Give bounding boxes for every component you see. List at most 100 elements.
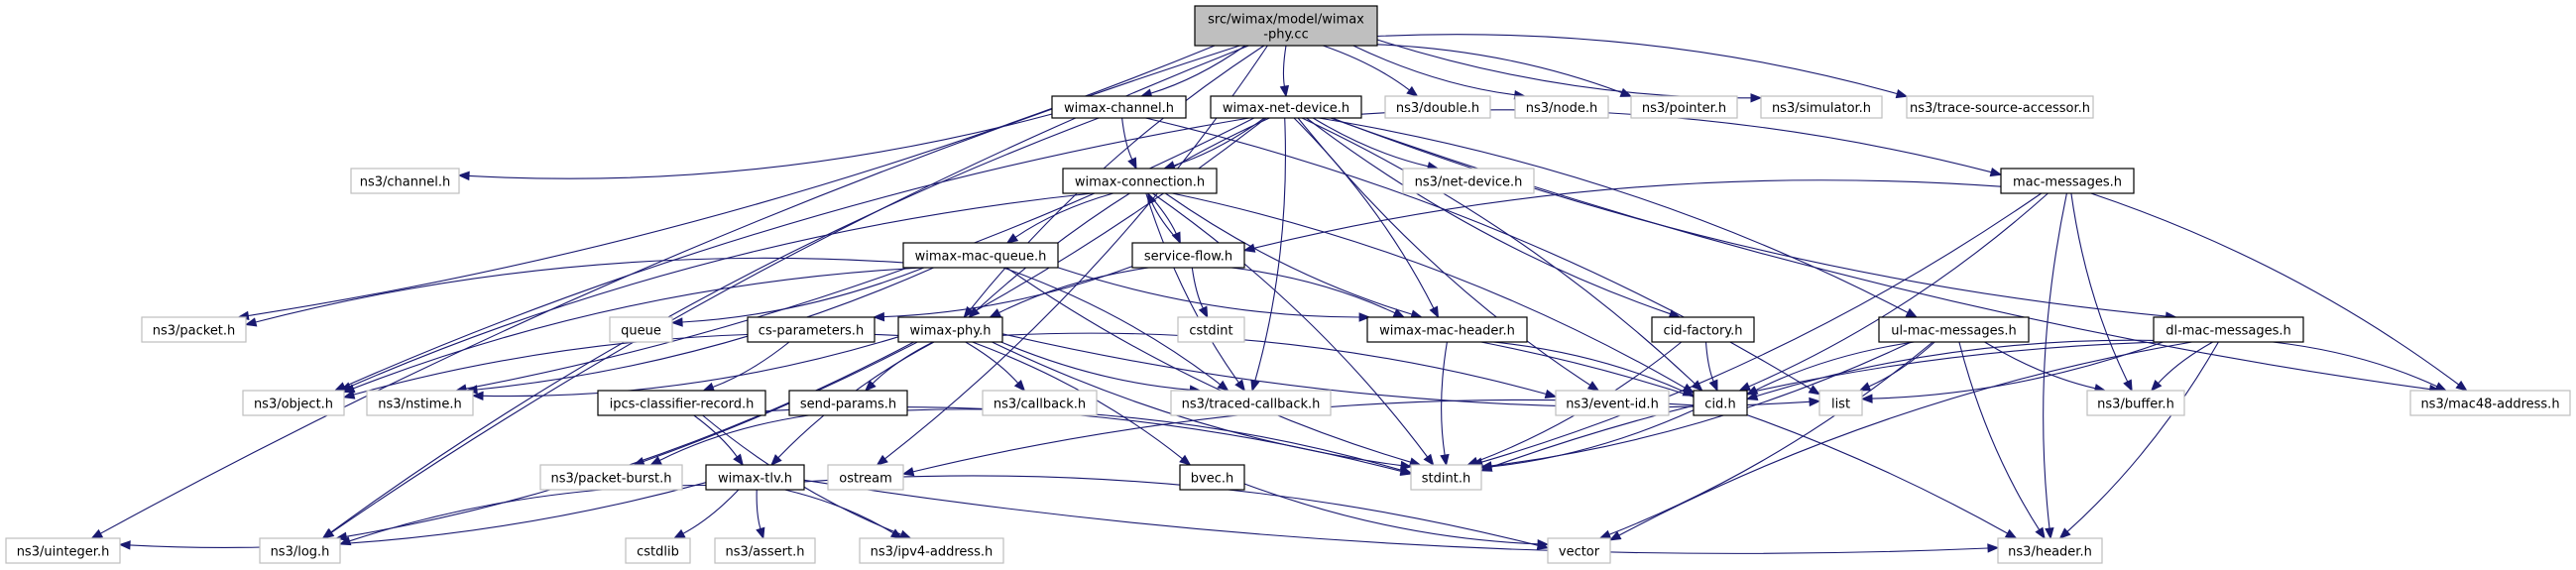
arrowhead-icon	[873, 311, 885, 322]
edge-line	[1868, 341, 1935, 388]
node-box	[1062, 168, 1218, 194]
edge-wimax-connection-to-traced-callback	[1145, 192, 1246, 393]
arrowhead-icon	[1544, 389, 1558, 399]
edge-line	[682, 489, 740, 534]
node-box	[350, 168, 460, 194]
node-send-params[interactable]: send-params.h	[788, 390, 908, 416]
arrowhead-icon	[1406, 85, 1419, 97]
node-box	[597, 390, 766, 416]
edge-mac-messages-to-buffer	[2070, 192, 2133, 393]
arrowhead-icon	[1809, 397, 1821, 407]
edge-line	[1492, 341, 1686, 393]
edge-mac-messages-to-cid	[1738, 192, 2049, 392]
edge-root-to-double	[1323, 45, 1419, 97]
arrowhead-icon	[901, 467, 915, 477]
node-box	[539, 464, 683, 491]
node-pointer: ns3/pointer.h	[1630, 95, 1738, 119]
edge-wimax-mac-header-to-stdint	[1440, 341, 1450, 467]
edge-line	[681, 267, 925, 323]
node-box	[859, 537, 1004, 564]
node-assert: ns3/assert.h	[714, 537, 816, 564]
nodes-layer: src/wimax/model/wimax-phy.cc wimax-channe…	[5, 5, 2571, 564]
edge-line	[1057, 267, 1360, 318]
node-label: ns3/traced-callback.h	[1182, 398, 1321, 412]
arrowhead-icon	[1013, 380, 1026, 393]
node-ul-mac-messages[interactable]: ul-mac-messages.h	[1878, 316, 2030, 343]
edge-line	[764, 406, 1402, 473]
edge-line	[883, 266, 1133, 318]
arrowhead-icon	[1358, 312, 1371, 322]
arrowhead-icon	[1895, 88, 1909, 99]
arrowhead-icon	[457, 171, 470, 181]
arrowhead-icon	[1429, 305, 1440, 319]
arrowhead-icon	[672, 528, 686, 539]
node-label: cs-parameters.h	[759, 324, 864, 339]
node-label: wimax-channel.h	[1064, 101, 1174, 116]
node-wimax-mac-queue[interactable]: wimax-mac-queue.h	[902, 242, 1059, 269]
node-label: src/wimax/model/wimax	[1208, 13, 1364, 28]
arrowhead-icon	[1399, 465, 1413, 475]
node-dl-mac-messages[interactable]: dl-mac-messages.h	[2153, 316, 2304, 343]
node-ipcs-classifier-record[interactable]: ipcs-classifier-record.h	[597, 390, 766, 416]
edge-line	[1230, 267, 1396, 314]
node-box	[1410, 464, 1482, 491]
edge-line	[1297, 117, 1591, 386]
node-label: ostream	[839, 472, 892, 487]
edge-line	[482, 336, 899, 398]
node-traced-callback: ns3/traced-callback.h	[1170, 390, 1332, 416]
arrowhead-icon	[342, 384, 356, 394]
node-label: -phy.cc	[1263, 28, 1308, 43]
edge-line	[1145, 192, 1239, 384]
arrowhead-icon	[1745, 391, 1759, 400]
node-label: cstdlib	[637, 545, 679, 560]
node-bvec[interactable]: bvec.h	[1179, 464, 1245, 491]
edge-line	[998, 267, 1149, 313]
arrowhead-icon	[1440, 453, 1450, 467]
edge-service-flow-to-cstdint	[1191, 267, 1209, 319]
node-ostream: ostream	[827, 464, 904, 491]
node-wimax-connection[interactable]: wimax-connection.h	[1062, 168, 1218, 194]
node-box	[2409, 390, 2571, 416]
edge-line	[1756, 339, 2155, 398]
arrowhead-icon	[1423, 453, 1435, 467]
edge-line	[1376, 44, 1622, 94]
node-cid[interactable]: cid.h	[1693, 390, 1748, 416]
edge-line	[1323, 45, 1410, 91]
node-simulator: ns3/simulator.h	[1760, 95, 1883, 119]
edge-line	[659, 414, 809, 461]
node-label: ns3/buffer.h	[2097, 398, 2174, 412]
node-wimax-mac-header[interactable]: wimax-mac-header.h	[1366, 316, 1528, 343]
arrowhead-icon	[1987, 543, 2000, 553]
node-cs-parameters[interactable]: cs-parameters.h	[747, 316, 876, 343]
arrowhead-icon	[1738, 382, 1752, 392]
arrowhead-icon	[90, 528, 104, 539]
node-buffer: ns3/buffer.h	[2086, 390, 2185, 416]
node-wimax-tlv[interactable]: wimax-tlv.h	[705, 464, 805, 491]
node-label: wimax-mac-queue.h	[915, 250, 1047, 265]
node-wimax-net-device[interactable]: wimax-net-device.h	[1210, 95, 1362, 119]
arrowhead-icon	[864, 380, 877, 392]
edge-dl-mac-messages-to-header	[2058, 341, 2219, 539]
edge-mac-messages-to-service-flow	[1242, 179, 2002, 253]
arrowhead-icon	[989, 308, 1001, 318]
node-cid-factory[interactable]: cid-factory.h	[1651, 316, 1755, 343]
node-service-flow[interactable]: service-flow.h	[1131, 242, 1245, 269]
edge-wimax-channel-to-list	[1145, 117, 1821, 396]
node-box	[1906, 95, 2094, 119]
edge-wimax-net-device-to-event-id	[1297, 117, 1600, 392]
node-wimax-channel[interactable]: wimax-channel.h	[1051, 95, 1187, 119]
node-box	[1177, 316, 1245, 343]
edge-line	[712, 341, 790, 389]
node-label: ns3/header.h	[2008, 545, 2092, 560]
node-mac-messages[interactable]: mac-messages.h	[2000, 168, 2135, 194]
arrowhead-icon	[1691, 380, 1703, 392]
node-wimax-phy[interactable]: wimax-phy.h	[897, 316, 1003, 343]
edge-line	[1490, 409, 1695, 468]
node-label: ns3/callback.h	[994, 398, 1086, 412]
edge-wimax-net-device-to-traced-callback	[1250, 117, 1286, 393]
node-box	[141, 316, 247, 343]
node-box	[1818, 390, 1863, 416]
node-label: ns3/uinteger.h	[17, 545, 110, 560]
arrowhead-icon	[2455, 380, 2468, 392]
node-node: ns3/node.h	[1514, 95, 1609, 119]
